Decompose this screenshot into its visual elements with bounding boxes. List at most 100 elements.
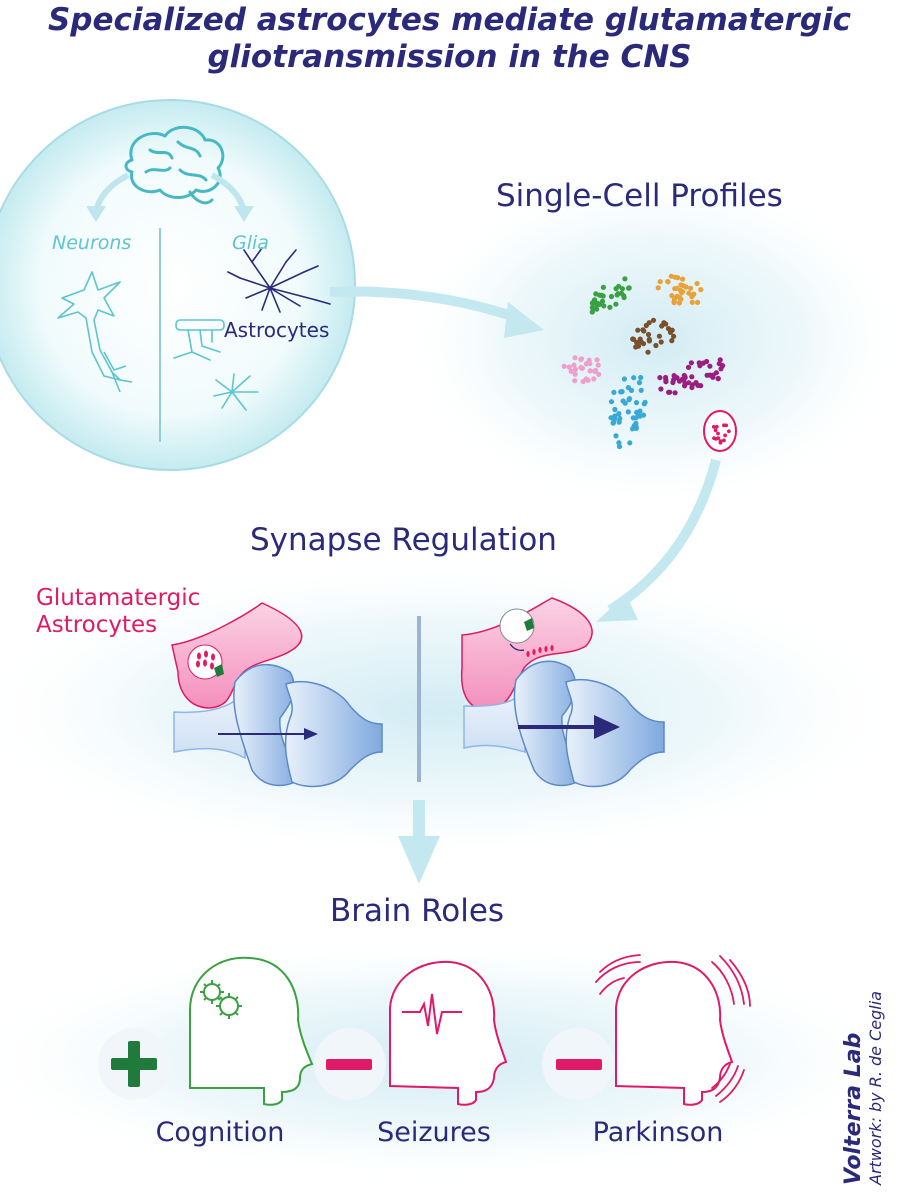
neuron-icon <box>57 271 133 393</box>
cluster-dot <box>638 374 644 381</box>
page-title: Specialized astrocytes mediate glutamate… <box>47 2 852 75</box>
cluster-dot <box>610 420 616 426</box>
selected-cell-dot <box>714 437 718 441</box>
cluster-dot <box>572 371 578 377</box>
cluster-dot <box>607 304 613 310</box>
astrocytes-line: Astrocytes <box>36 612 158 638</box>
cluster-dot <box>616 419 622 425</box>
selected-cell-dot <box>723 433 727 438</box>
cns-to-profiles-arrow <box>329 286 520 323</box>
glia-cell-icon <box>173 319 259 411</box>
cluster-dot <box>592 297 598 303</box>
cluster-dot <box>585 377 591 383</box>
cluster-dot <box>561 363 567 369</box>
cluster-dot <box>613 433 619 439</box>
cluster-dot <box>655 285 661 291</box>
plus-icon <box>111 1041 157 1087</box>
single-cell-haze <box>405 170 899 510</box>
cluster-dot <box>566 364 572 370</box>
cluster-dot <box>658 386 664 392</box>
cluster-dot <box>594 357 600 363</box>
cluster-dot <box>638 387 644 393</box>
tremor-lines-icon <box>595 954 751 1103</box>
cluster-dot <box>626 285 632 291</box>
cluster-dot <box>715 375 721 382</box>
cluster-dot <box>657 279 663 285</box>
role-label-cognition: Cognition <box>155 1117 285 1148</box>
gears-icon <box>200 980 242 1019</box>
cluster-dot <box>645 349 651 355</box>
postsynaptic-left <box>284 680 383 788</box>
neurons-label: Neurons <box>52 232 132 254</box>
selected-cell <box>703 410 737 452</box>
eeg-spike-icon <box>402 993 462 1035</box>
cluster-dot <box>626 396 633 402</box>
cluster-dot <box>675 275 681 281</box>
cluster-dot <box>593 304 599 310</box>
cluster-dot <box>608 399 615 405</box>
cluster-dot <box>621 376 628 382</box>
cluster-dot <box>571 362 577 368</box>
single-cell-title: Single-Cell Profiles <box>496 178 783 214</box>
cluster-dot <box>667 389 673 395</box>
cluster-dot <box>633 424 639 430</box>
cluster-dot <box>578 364 584 371</box>
cluster-dot <box>665 278 671 285</box>
cluster-dot <box>625 385 632 391</box>
cluster-dot <box>620 398 626 404</box>
cluster-dot <box>568 368 574 374</box>
selected-cell-dot <box>714 424 719 429</box>
cluster-dot <box>646 320 652 326</box>
cluster-dot <box>637 338 643 344</box>
selected-cell-dot <box>711 425 716 429</box>
cluster-dot <box>633 344 639 350</box>
synapse-to-roles-arrow <box>398 800 440 884</box>
cluster-dot <box>641 401 647 407</box>
cluster-dot <box>595 362 601 368</box>
cluster-dot <box>685 364 692 370</box>
cluster-dot <box>630 415 636 421</box>
cluster-dot <box>616 440 622 446</box>
cluster-dot <box>635 327 641 333</box>
cluster-dot <box>689 374 695 380</box>
cluster-dot <box>671 295 678 302</box>
seizures-head-icon <box>389 960 508 1106</box>
cluster-dot <box>619 286 626 292</box>
astrocytes-label: Astrocytes <box>224 318 330 342</box>
cluster-dot <box>616 411 622 417</box>
lab-credit: Volterra Lab <box>841 1032 866 1185</box>
cluster-dot <box>663 379 669 385</box>
cluster-dot <box>599 298 606 304</box>
cluster-dot <box>646 336 652 342</box>
cluster-dot <box>636 380 643 386</box>
cluster-dot <box>650 317 657 323</box>
cluster-dot <box>668 273 674 279</box>
cluster-dot <box>688 360 695 366</box>
cluster-dot <box>689 299 695 305</box>
astrocyte-navy-icon <box>227 247 331 313</box>
cluster-dot <box>637 408 643 414</box>
cluster-dot <box>611 389 617 395</box>
cluster-dot <box>612 406 618 413</box>
selected-cell-dot <box>716 431 720 436</box>
cluster-dot <box>698 287 704 293</box>
cluster-dot <box>669 338 675 344</box>
cluster-dot <box>695 299 701 305</box>
cluster-dot <box>680 283 687 289</box>
cluster-dot <box>572 366 579 372</box>
cluster-dot <box>677 295 683 301</box>
cluster-dot <box>618 389 624 395</box>
glutamatergic-astrocytes-label: Glutamatergic Astrocytes <box>36 585 200 639</box>
cluster-dot <box>663 374 669 381</box>
cluster-dot <box>630 336 636 342</box>
cluster-dot <box>672 286 678 292</box>
cluster-dot <box>622 276 628 282</box>
cluster-dot <box>676 300 683 306</box>
role-label-seizures: Seizures <box>377 1117 491 1148</box>
selected-cell-dot <box>722 438 726 443</box>
cluster-dot <box>572 355 578 361</box>
synapse-left <box>171 602 383 788</box>
astrocyte-left <box>171 602 303 709</box>
cluster-dot <box>707 363 713 369</box>
cluster-dot <box>694 280 700 287</box>
